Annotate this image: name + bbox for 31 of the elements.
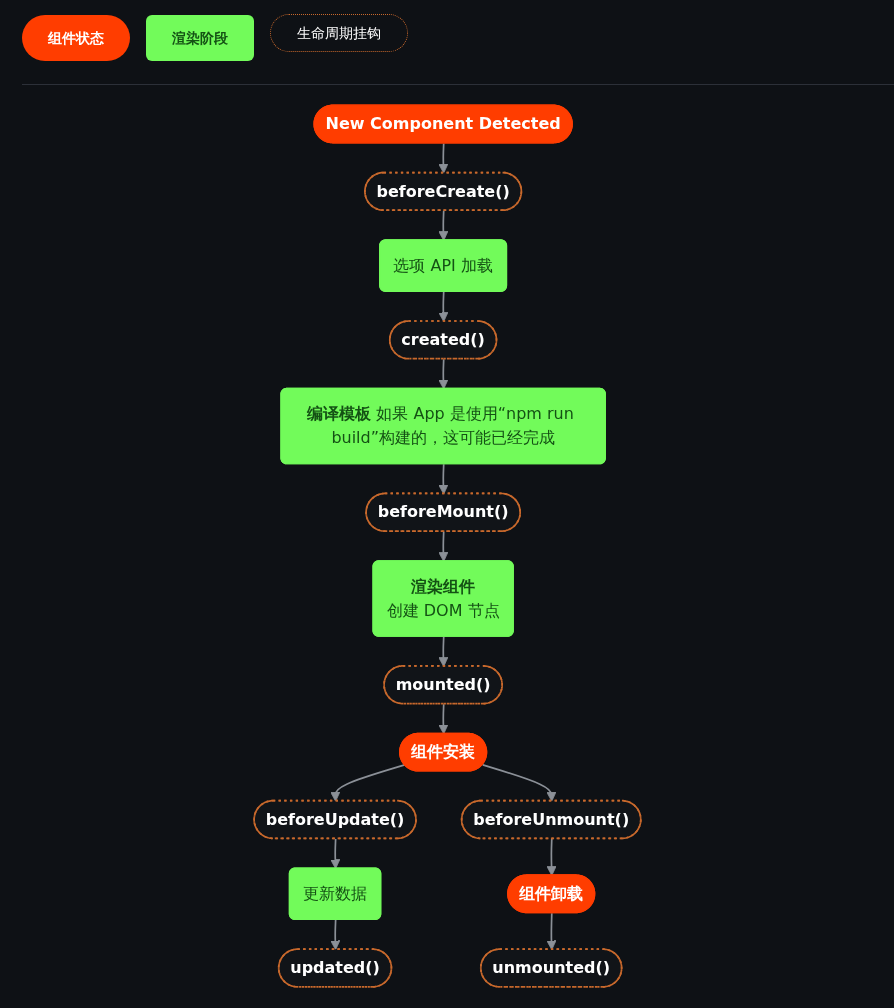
hook-pill: updated() bbox=[277, 948, 392, 988]
hook-pill: beforeUnmount() bbox=[460, 799, 642, 840]
state-pill: 组件卸载 bbox=[506, 874, 595, 914]
hook-pill: beforeUpdate() bbox=[252, 799, 417, 840]
arrow bbox=[545, 912, 556, 951]
arrow bbox=[437, 463, 448, 495]
process-box: 编译模板 如果 App 是使用“npm run build”构建的，这可能已经完成 bbox=[279, 387, 606, 465]
arrow bbox=[437, 358, 448, 390]
arrow bbox=[481, 764, 556, 802]
arrow bbox=[437, 209, 448, 241]
arrow bbox=[437, 703, 448, 735]
arrow bbox=[437, 291, 448, 323]
arrow bbox=[329, 919, 340, 951]
hook-pill: created() bbox=[388, 320, 497, 360]
hook-pill: unmounted() bbox=[479, 948, 623, 988]
legend-key: 渲染阶段 bbox=[146, 15, 254, 61]
arrow bbox=[329, 838, 340, 870]
process-box: 更新数据 bbox=[288, 867, 381, 921]
arrow bbox=[546, 838, 557, 876]
arrow bbox=[329, 764, 406, 802]
arrow bbox=[437, 635, 448, 667]
hook-pill: beforeMount() bbox=[364, 492, 521, 532]
hook-pill: beforeCreate() bbox=[363, 171, 522, 212]
arrow bbox=[437, 530, 448, 562]
state-pill: New Component Detected bbox=[312, 104, 573, 144]
process-box: 选项 API 加载 bbox=[378, 239, 507, 292]
arrow bbox=[437, 142, 448, 174]
hook-pill: mounted() bbox=[382, 665, 503, 705]
legend-key: 组件状态 bbox=[22, 15, 130, 61]
state-pill: 组件安装 bbox=[398, 732, 487, 772]
process-box: 渲染组件 创建 DOM 节点 bbox=[372, 560, 514, 637]
